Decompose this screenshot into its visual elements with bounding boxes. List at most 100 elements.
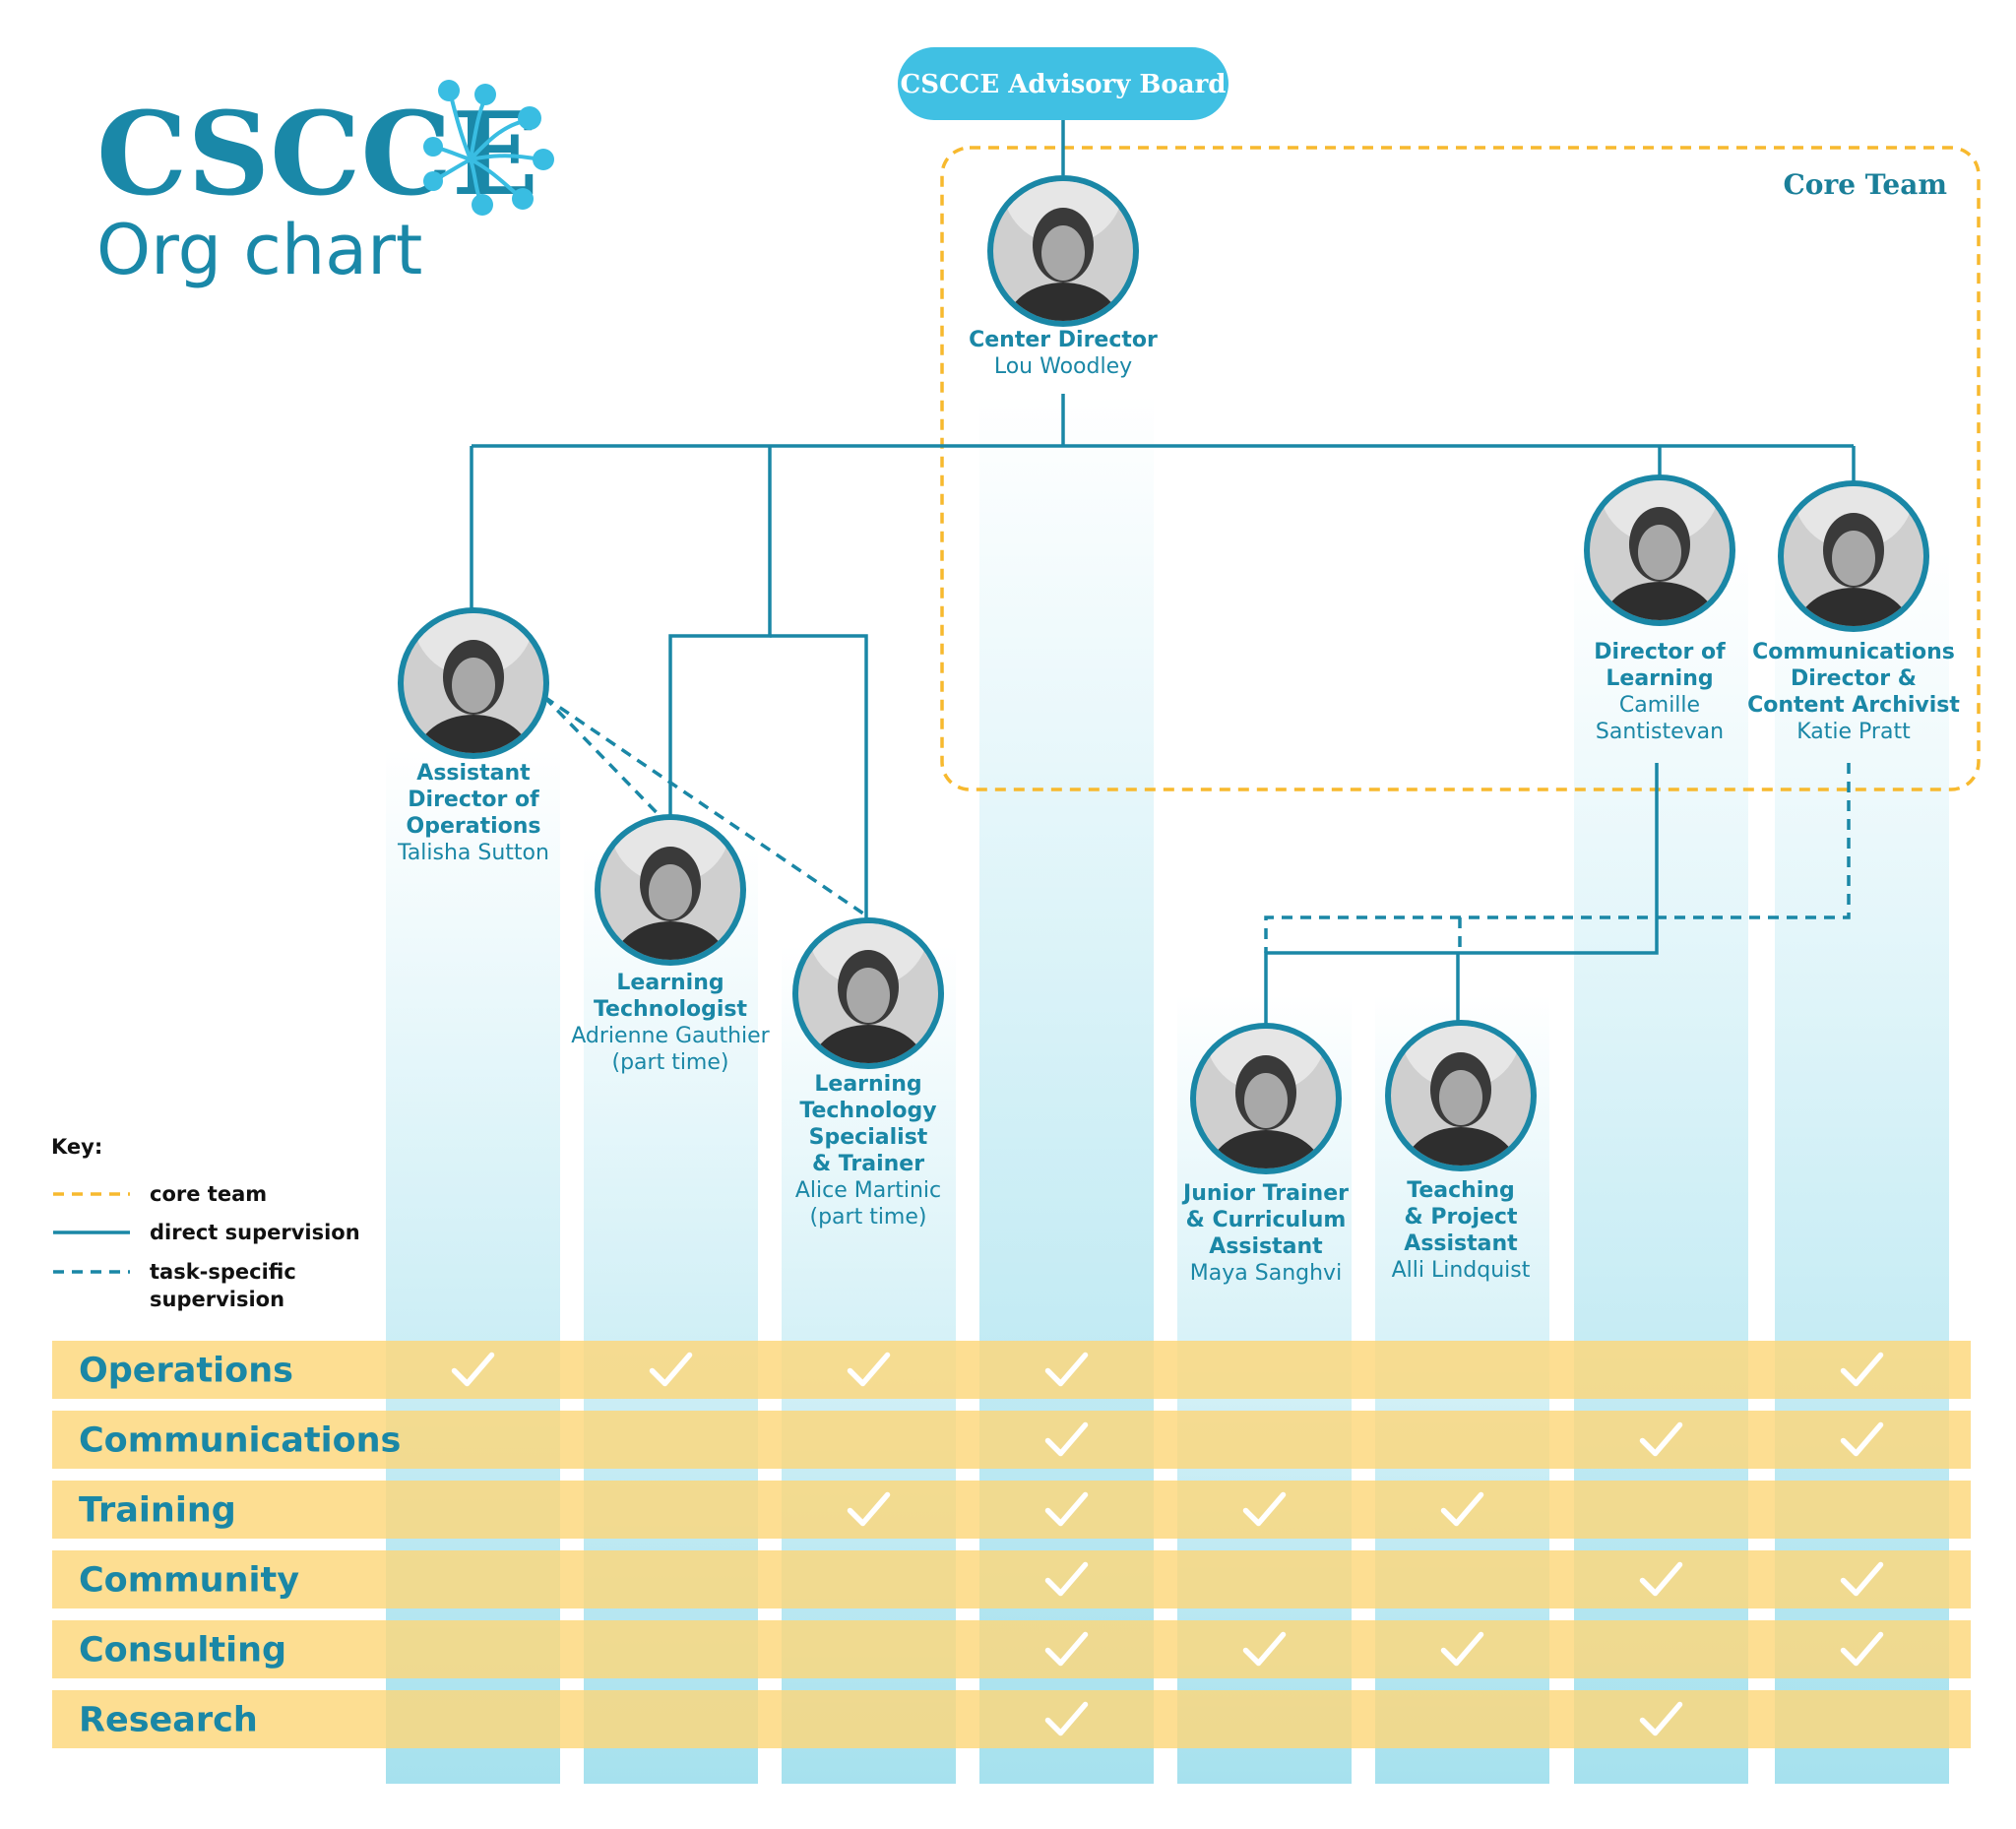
person-name: Lou Woodley <box>994 354 1132 379</box>
matrix-row: Communications <box>52 1411 1971 1469</box>
key-label-direct: direct supervision <box>150 1221 360 1244</box>
row-label: Communications <box>79 1421 401 1461</box>
role-title: & Curriculum <box>1186 1208 1347 1232</box>
task-line-talisha-alice <box>543 695 867 917</box>
check-icon <box>847 1491 891 1527</box>
check-icon <box>1242 1491 1287 1527</box>
person-name: Alli Lindquist <box>1392 1258 1531 1283</box>
role-title: Operations <box>407 814 541 839</box>
person-name: Santistevan <box>1596 720 1724 744</box>
matrix-row: Community <box>52 1550 1971 1608</box>
row-label: Research <box>79 1701 258 1740</box>
row-label: Community <box>79 1561 299 1601</box>
key-label-task-specific-line2: supervision <box>150 1288 284 1311</box>
row-band <box>52 1690 1971 1748</box>
check-icon <box>1440 1491 1484 1527</box>
matrix-row: Training <box>52 1481 1971 1539</box>
check-icon <box>1044 1561 1089 1597</box>
row-band <box>52 1411 1971 1469</box>
person-name: Maya Sanghvi <box>1190 1261 1342 1286</box>
matrix-row: Research <box>52 1690 1971 1748</box>
check-icon <box>1242 1631 1287 1667</box>
person-silhouette-icon <box>1002 181 1124 321</box>
avatar <box>595 814 746 966</box>
avatar <box>398 607 549 759</box>
person-silhouette-icon <box>609 820 731 960</box>
person-name: (part time) <box>810 1205 927 1230</box>
connector-lines <box>470 120 1856 1026</box>
check-icon <box>1044 1631 1089 1667</box>
person-name: Katie Pratt <box>1796 720 1911 744</box>
check-icon <box>1840 1352 1884 1387</box>
person-silhouette-icon <box>1400 1026 1522 1166</box>
person-name: Alice Martinic <box>795 1178 941 1203</box>
row-band <box>52 1550 1971 1608</box>
task-line-talisha-adrienne <box>542 695 674 831</box>
key-label-core-team: core team <box>150 1182 267 1206</box>
capability-matrix: OperationsCommunicationsTrainingCommunit… <box>52 1341 1971 1748</box>
advisory-board-label: CSCCE Advisory Board <box>901 70 1227 99</box>
check-icon <box>847 1352 891 1387</box>
check-icon <box>1044 1701 1089 1736</box>
row-band <box>52 1620 1971 1678</box>
person-name: Camille <box>1619 693 1700 718</box>
check-icon <box>1840 1421 1884 1457</box>
person-silhouette-icon <box>1599 480 1721 620</box>
person-silhouette-icon <box>1793 486 1915 626</box>
task-lines <box>542 695 1851 953</box>
avatar <box>1190 1023 1342 1174</box>
check-icon <box>1639 1421 1683 1457</box>
role-title: Content Archivist <box>1747 693 1960 718</box>
advisory-board-pill <box>898 47 1228 120</box>
person-name: Adrienne Gauthier <box>571 1024 770 1048</box>
check-icon <box>1840 1561 1884 1597</box>
matrix-row: Consulting <box>52 1620 1971 1678</box>
role-title: & Trainer <box>812 1152 924 1176</box>
page-subtitle: Org chart <box>96 210 422 290</box>
row-band <box>52 1341 1971 1399</box>
check-icon <box>451 1352 495 1387</box>
avatar <box>1385 1020 1537 1171</box>
line-to-adrienne <box>668 446 772 816</box>
check-icon <box>1440 1631 1484 1667</box>
column-talisha <box>386 748 560 1784</box>
role-title: Technology <box>799 1099 936 1123</box>
role-title: & Project <box>1405 1205 1518 1230</box>
avatar <box>1778 480 1929 632</box>
role-title: Specialist <box>809 1125 928 1150</box>
task-line-katie-maya <box>1264 763 1851 953</box>
role-title: Director of <box>1594 640 1726 664</box>
role-title: Communications <box>1752 640 1955 664</box>
role-title: Director & <box>1791 666 1917 691</box>
check-icon <box>1044 1491 1089 1527</box>
check-icon <box>1044 1421 1089 1457</box>
matrix-row: Operations <box>52 1341 1971 1399</box>
role-title: Assistant <box>1209 1234 1323 1259</box>
advisory-board: CSCCE Advisory Board <box>898 47 1228 120</box>
avatar <box>792 917 944 1069</box>
role-title: Assistant <box>1404 1231 1518 1256</box>
avatar <box>1584 474 1735 626</box>
check-icon <box>1840 1631 1884 1667</box>
row-label: Consulting <box>79 1631 286 1671</box>
person-silhouette-icon <box>807 923 929 1063</box>
header: CSCCE Org chart <box>96 80 554 290</box>
key: Key: core team direct supervision task-s… <box>51 1135 360 1311</box>
key-title: Key: <box>51 1135 102 1159</box>
row-band <box>52 1481 1971 1539</box>
role-title: Director of <box>408 788 539 812</box>
person-name: Talisha Sutton <box>397 841 549 865</box>
key-label-task-specific: task-specific <box>150 1260 296 1284</box>
role-title: Junior Trainer <box>1181 1181 1349 1206</box>
person-silhouette-icon <box>412 613 535 753</box>
page-title: CSCCE <box>96 88 538 221</box>
role-title: Teaching <box>1407 1178 1515 1203</box>
row-label: Operations <box>79 1352 293 1391</box>
